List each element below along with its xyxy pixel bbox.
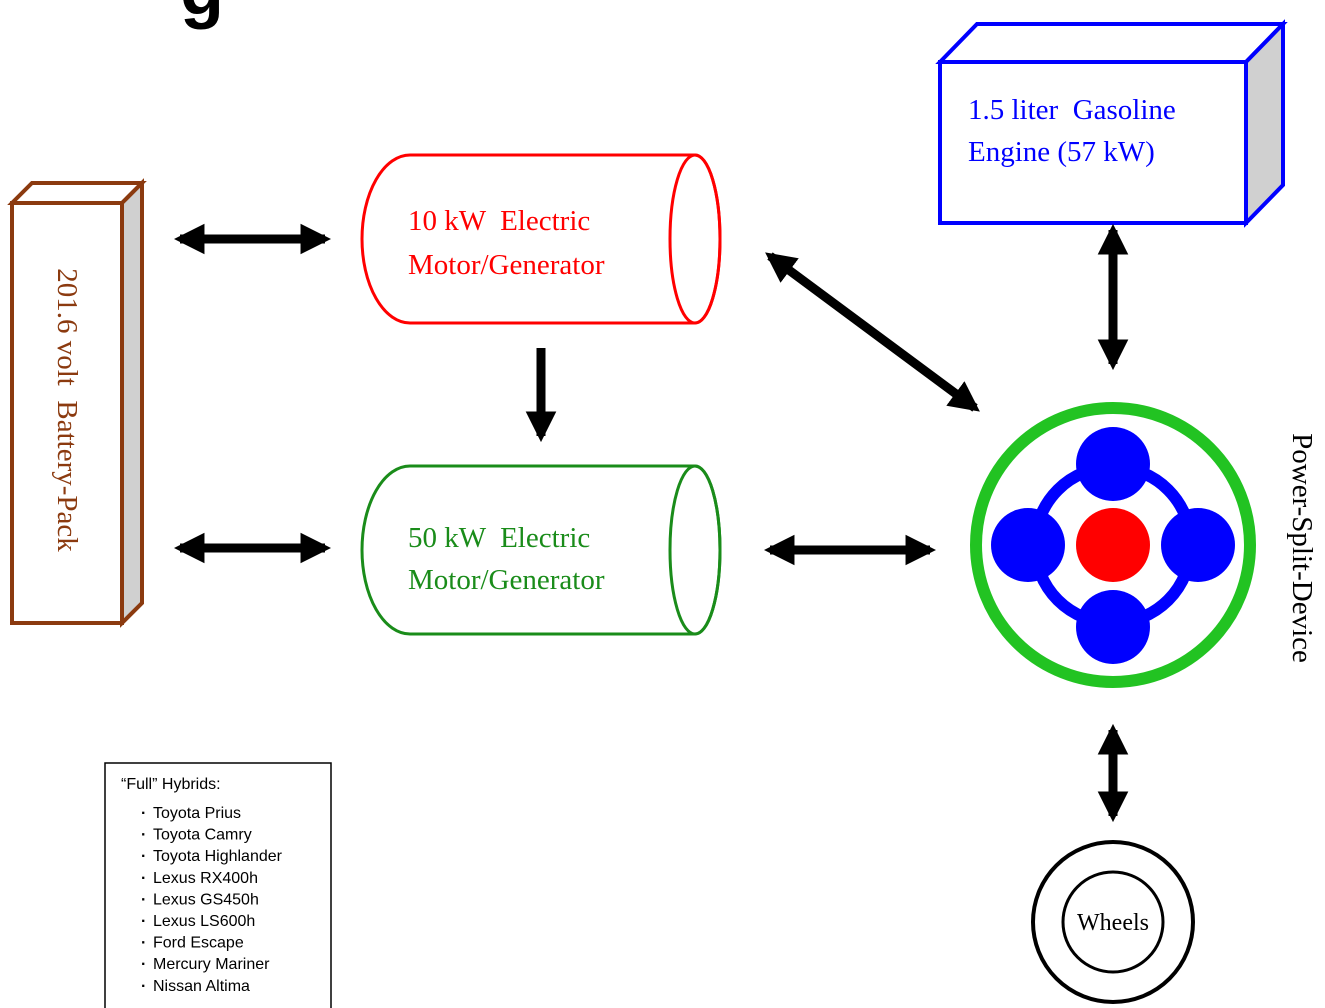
heading-fragment: g: [180, 0, 224, 30]
gasoline-engine: 1.5 liter Gasoline Engine (57 kW): [935, 19, 1288, 228]
planet-gear-top: [1076, 427, 1150, 501]
legend-bullet: ·: [141, 805, 146, 822]
motor-generator-10kw: 10 kW Electric Motor/Generator: [360, 153, 722, 325]
legend-item: Nissan Altima: [153, 978, 250, 995]
wheels-label: Wheels: [1077, 910, 1149, 936]
legend-item: Toyota Camry: [153, 827, 252, 844]
legend-item: Toyota Highlander: [153, 848, 283, 865]
hybrids-legend: “Full” Hybrids: · Toyota Prius · Toyota Cam…: [104, 762, 332, 1008]
battery-pack: 201.6 volt Battery-Pack: [7, 178, 147, 628]
legend-bullet: ·: [141, 870, 146, 887]
motor-10kw-label-line1: 10 kW Electric: [408, 205, 590, 237]
connectors: [173, 223, 1129, 823]
engine-label-line1: 1.5 liter Gasoline: [968, 94, 1176, 126]
planet-gear-right: [1161, 508, 1235, 582]
legend-list: · Toyota Prius · Toyota Camry · Toyota Highla…: [141, 805, 283, 995]
legend-bullet: ·: [141, 848, 146, 865]
motor-10kw-label-line2: Motor/Generator: [408, 249, 605, 281]
wheels: Wheels: [1031, 840, 1195, 1004]
motor-50kw-label-line2: Motor/Generator: [408, 564, 605, 596]
power-split-device: [970, 402, 1256, 688]
legend-item: Lexus LS600h: [153, 913, 255, 930]
legend-item: Toyota Prius: [153, 805, 241, 822]
sun-gear: [1076, 508, 1150, 582]
wheel-inner: [1061, 870, 1165, 974]
legend-item: Lexus GS450h: [153, 891, 259, 908]
legend-item: Mercury Mariner: [153, 956, 270, 973]
engine-label-line2: Engine (57 kW): [968, 136, 1155, 168]
legend-bullet: ·: [141, 913, 146, 930]
legend-bullet: ·: [141, 827, 146, 844]
motor-generator-50kw: 50 kW Electric Motor/Generator: [360, 464, 722, 636]
planet-gear-left: [991, 508, 1065, 582]
legend-item: Ford Escape: [153, 935, 244, 952]
legend-item: Lexus RX400h: [153, 870, 258, 887]
legend-bullet: ·: [141, 935, 146, 952]
power-split-label: Power-Split-Device: [1286, 433, 1318, 663]
legend-bullet: ·: [141, 956, 146, 973]
arrow-motor10-powersplit: [765, 252, 980, 412]
legend-title: “Full” Hybrids:: [121, 776, 221, 793]
motor-50kw-label-line1: 50 kW Electric: [408, 522, 590, 554]
legend-bullet: ·: [141, 978, 146, 995]
battery-label: 201.6 volt Battery-Pack: [51, 268, 83, 552]
legend-bullet: ·: [141, 891, 146, 908]
planet-gear-bottom: [1076, 590, 1150, 664]
